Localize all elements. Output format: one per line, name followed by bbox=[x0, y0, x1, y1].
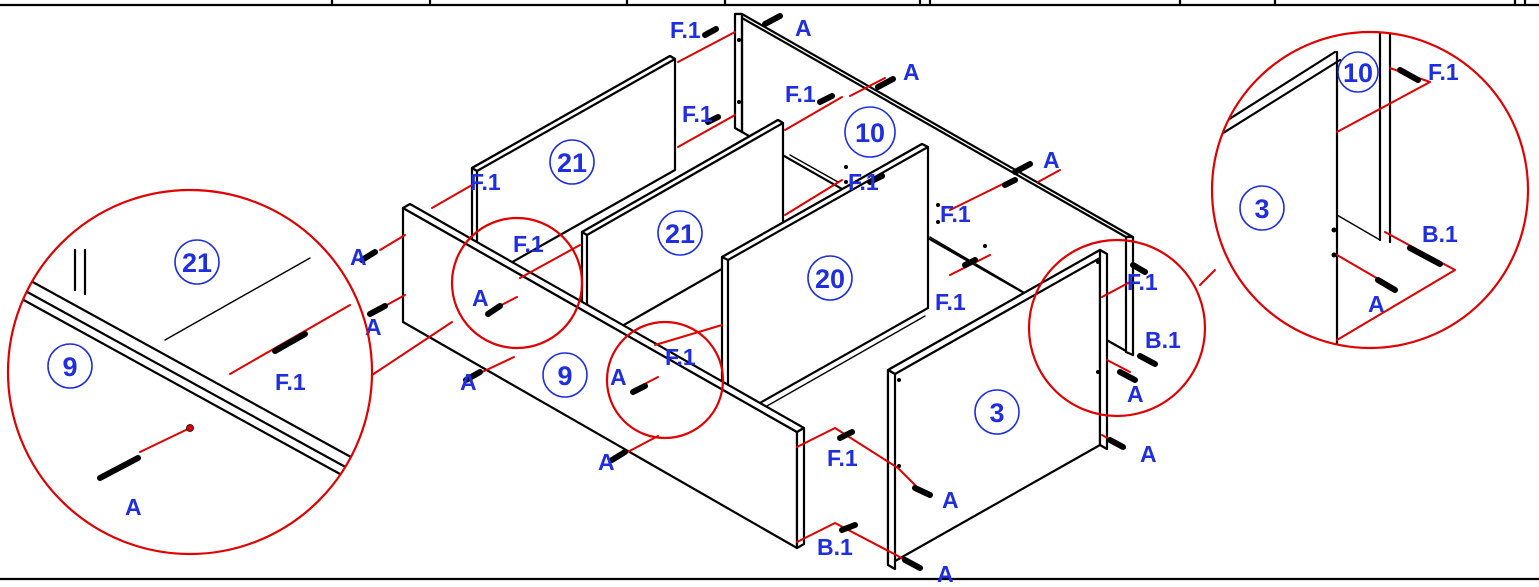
svg-text:F.1: F.1 bbox=[940, 201, 971, 227]
screws bbox=[359, 13, 1158, 571]
svg-text:21: 21 bbox=[665, 219, 695, 249]
part-number-21-back: 21 bbox=[549, 139, 595, 185]
svg-text:10: 10 bbox=[855, 118, 885, 148]
fastener-labels: F.1 A F.1 F.1 A A F.1 F.1 F.1 F.1 F.1 A … bbox=[350, 15, 1181, 587]
svg-text:A: A bbox=[1368, 291, 1385, 317]
svg-text:F.1: F.1 bbox=[1428, 59, 1459, 85]
svg-text:9: 9 bbox=[557, 361, 572, 391]
svg-text:F.1: F.1 bbox=[682, 101, 713, 127]
part-number-3: 3 bbox=[974, 389, 1020, 435]
svg-text:F.1: F.1 bbox=[935, 289, 966, 315]
pre-drilled-holes bbox=[737, 38, 1100, 468]
svg-text:A: A bbox=[365, 314, 382, 340]
right-detail-view: 10 3 F.1 B.1 A bbox=[1210, 30, 1530, 350]
svg-text:F.1: F.1 bbox=[827, 445, 858, 471]
svg-text:21: 21 bbox=[182, 248, 212, 278]
part-number-10: 10 bbox=[844, 106, 896, 158]
detail-callout-circles bbox=[371, 216, 1216, 440]
svg-text:A: A bbox=[937, 561, 954, 587]
right-detail-part-10: 10 bbox=[1337, 51, 1379, 93]
left-detail-part-21: 21 bbox=[174, 239, 220, 285]
svg-text:10: 10 bbox=[1343, 58, 1373, 88]
svg-text:F.1: F.1 bbox=[785, 81, 816, 107]
right-detail-part-3: 3 bbox=[1239, 185, 1285, 231]
svg-text:3: 3 bbox=[989, 398, 1004, 428]
svg-text:A: A bbox=[1127, 381, 1144, 407]
svg-text:21: 21 bbox=[557, 148, 587, 178]
svg-text:F.1: F.1 bbox=[1127, 269, 1158, 295]
svg-text:A: A bbox=[598, 449, 615, 475]
cabinet-assembly: 21 21 20 10 9 3 F.1 A F.1 F.1 A A bbox=[350, 12, 1216, 587]
svg-text:B.1: B.1 bbox=[1422, 221, 1458, 247]
svg-text:B.1: B.1 bbox=[817, 534, 853, 560]
left-detail-part-9: 9 bbox=[47, 343, 93, 389]
svg-text:B.1: B.1 bbox=[1145, 327, 1181, 353]
svg-text:A: A bbox=[903, 59, 920, 85]
svg-text:F.1: F.1 bbox=[470, 169, 501, 195]
svg-text:A: A bbox=[1043, 147, 1060, 173]
svg-text:F.1: F.1 bbox=[513, 231, 544, 257]
svg-text:A: A bbox=[795, 15, 812, 41]
part-number-9: 9 bbox=[542, 352, 588, 398]
svg-text:A: A bbox=[460, 369, 477, 395]
side-panel-9 bbox=[401, 202, 806, 550]
svg-text:F.1: F.1 bbox=[670, 17, 701, 43]
svg-text:9: 9 bbox=[62, 352, 77, 382]
svg-text:20: 20 bbox=[815, 264, 845, 294]
svg-text:A: A bbox=[1140, 441, 1157, 467]
svg-text:F.1: F.1 bbox=[848, 169, 879, 195]
svg-text:A: A bbox=[472, 285, 489, 311]
svg-text:3: 3 bbox=[1254, 194, 1269, 224]
svg-text:F.1: F.1 bbox=[665, 344, 696, 370]
part-number-21-middle: 21 bbox=[657, 210, 703, 256]
svg-text:F.1: F.1 bbox=[275, 369, 306, 395]
left-detail-view: 21 9 F.1 A bbox=[6, 188, 374, 556]
svg-text:A: A bbox=[125, 494, 142, 520]
part-number-20: 20 bbox=[807, 255, 853, 301]
svg-text:A: A bbox=[350, 244, 367, 270]
svg-text:A: A bbox=[610, 364, 627, 390]
svg-text:A: A bbox=[942, 487, 959, 513]
